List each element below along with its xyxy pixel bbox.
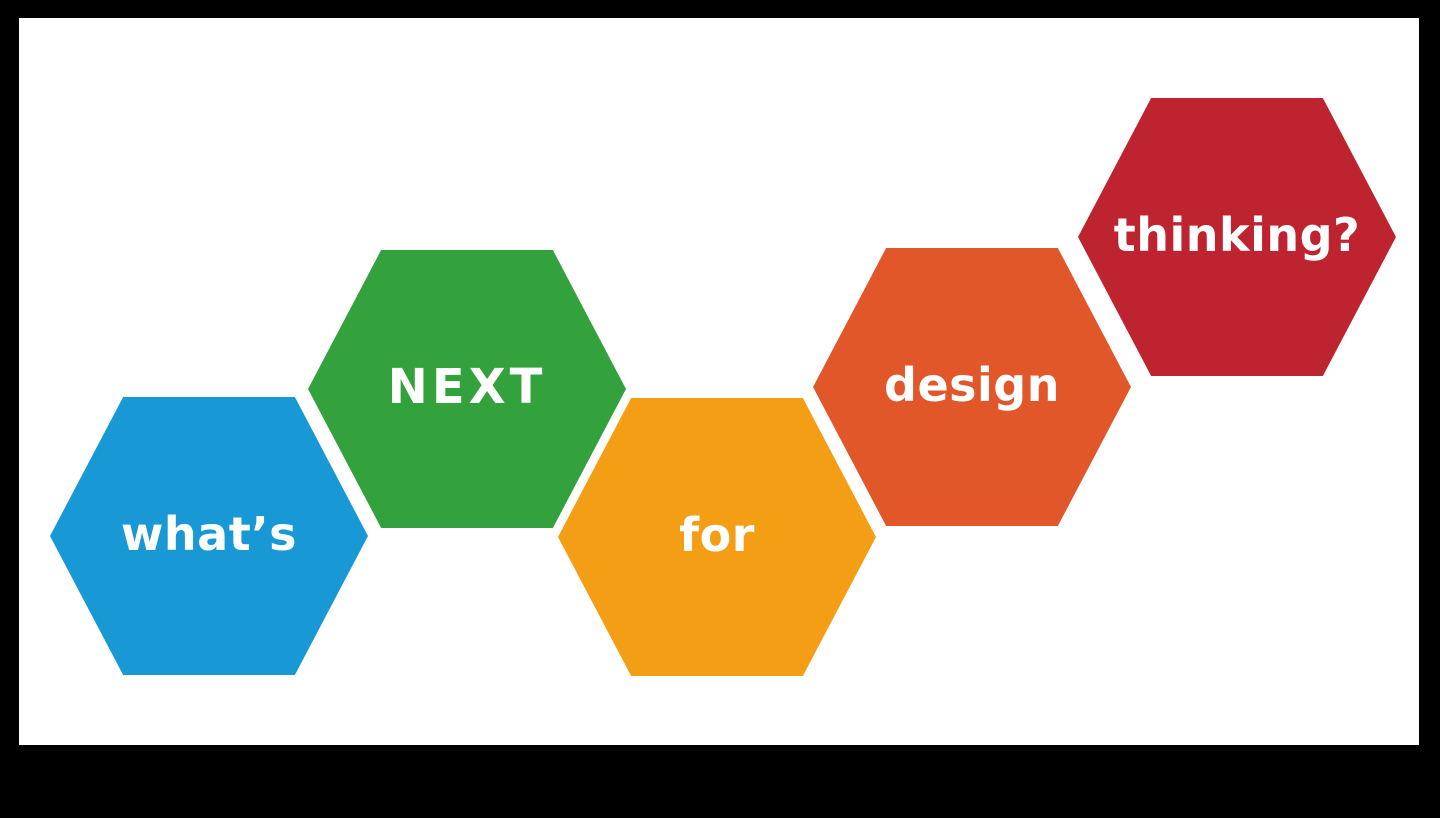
hexagon-next: NEXT: [308, 250, 626, 528]
hexagon-whats: what’s: [50, 397, 368, 675]
hexagon-for-label: for: [679, 508, 755, 562]
hexagon-design: design: [813, 248, 1131, 526]
hexagon-thinking: thinking?: [1078, 98, 1396, 376]
hexagon-design-label: design: [884, 358, 1060, 412]
hexagon-next-label: NEXT: [387, 359, 547, 415]
hexagon-thinking-label: thinking?: [1113, 208, 1361, 262]
hexagon-whats-label: what’s: [120, 507, 298, 561]
hexagon-for: for: [558, 398, 876, 676]
slide-canvas: what’s NEXT for design thinking?: [19, 18, 1419, 745]
